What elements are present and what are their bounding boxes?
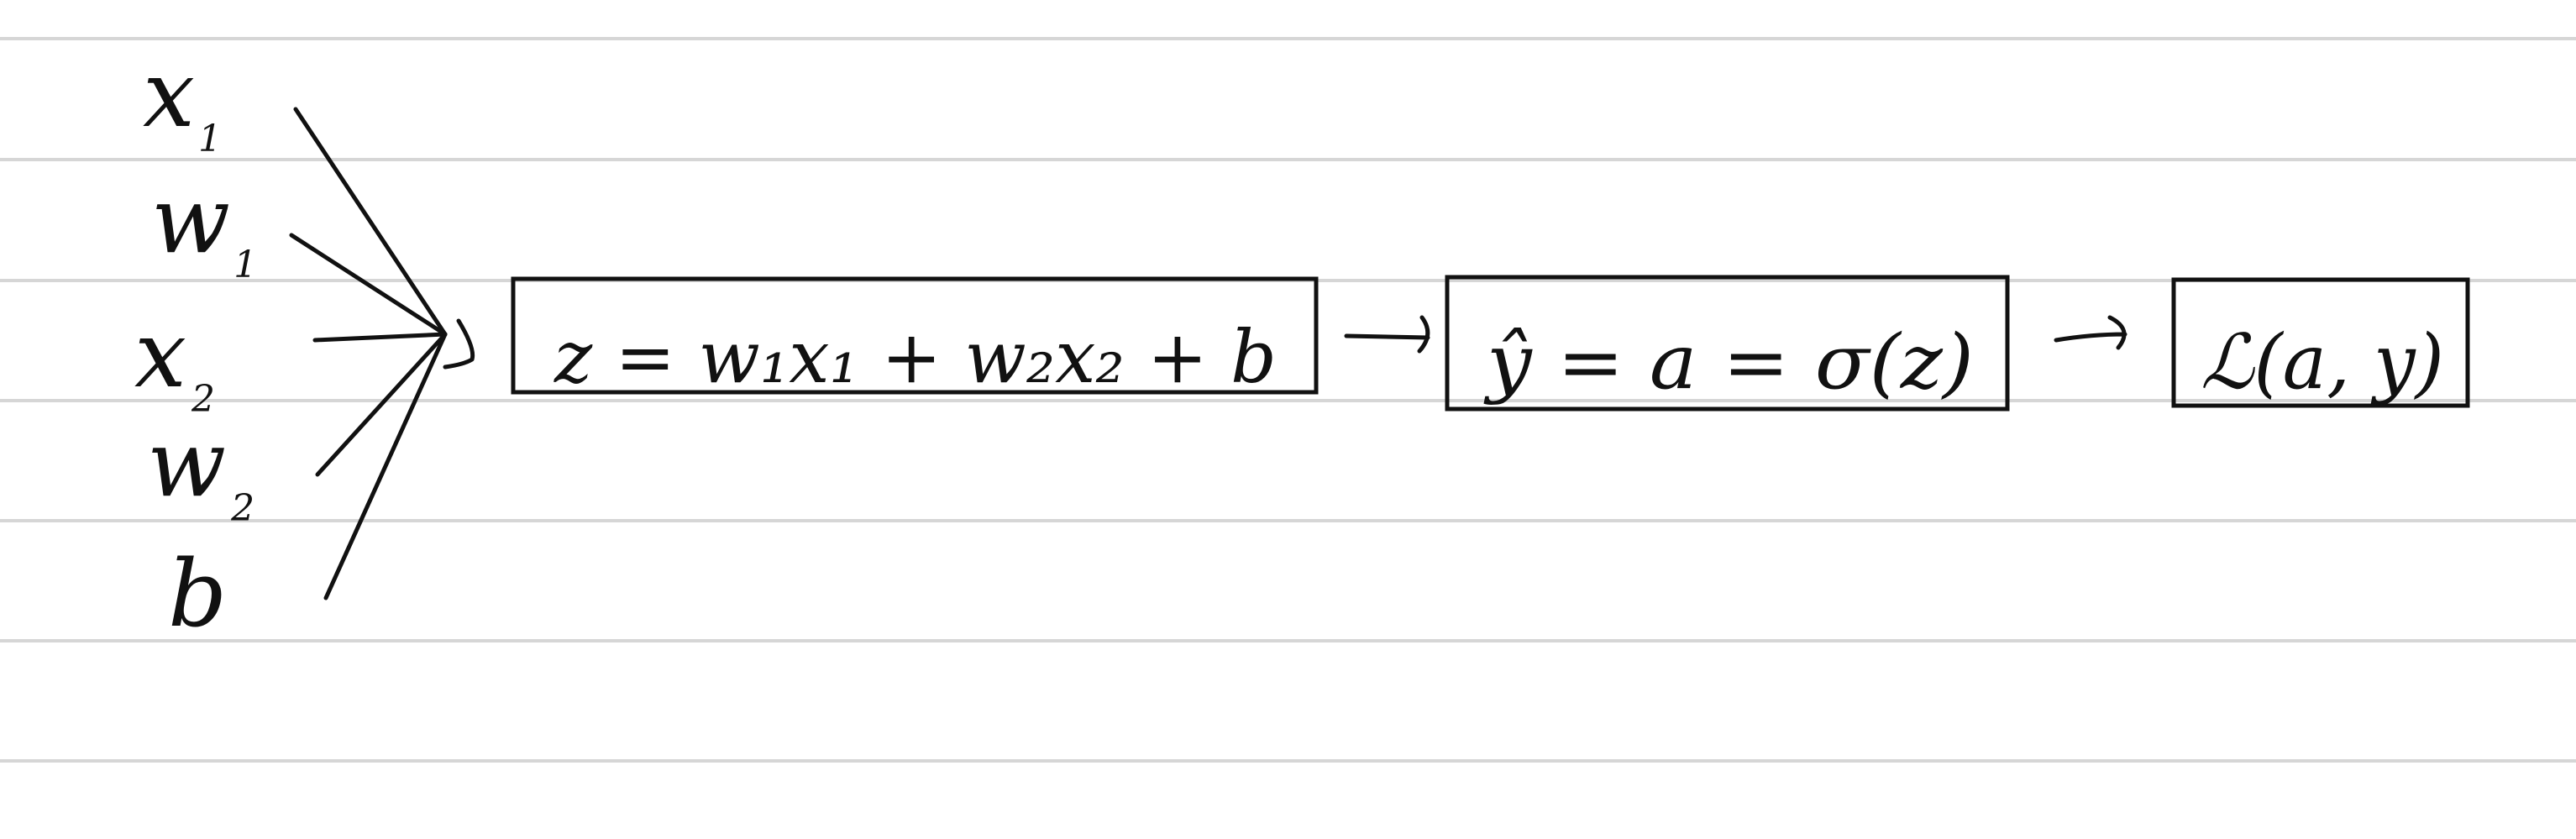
arrow-activation-to-loss <box>2054 315 2127 350</box>
activation-box-frame <box>1445 275 2010 412</box>
connector-b <box>323 332 448 600</box>
connector-w1 <box>289 233 448 337</box>
loss-box-frame <box>2171 277 2470 408</box>
linear-equation: z = w₁x₁ + w₂x₂ + b <box>553 316 1277 400</box>
linear-box: z = w₁x₁ + w₂x₂ + b <box>511 276 1319 400</box>
input-b-label: b <box>168 540 227 648</box>
arrow-linear-to-activation <box>1344 315 1430 354</box>
connector-x2 <box>312 332 448 343</box>
input-w1-label: w1 <box>151 166 257 286</box>
connector-x1 <box>293 107 448 337</box>
connector-w2 <box>315 332 448 477</box>
input-x1-label: x1 <box>143 40 222 160</box>
linear-box-frame <box>511 276 1319 395</box>
activation-equation: ŷ = a = σ(z) <box>1483 318 1974 406</box>
activation-box: ŷ = a = σ(z) <box>1445 275 2010 412</box>
loss-box: ℒ(a, y) <box>2171 277 2470 408</box>
input-connectors <box>289 107 475 600</box>
connector-arrowhead <box>443 318 475 370</box>
loss-expression: ℒ(a, y) <box>2201 318 2444 406</box>
